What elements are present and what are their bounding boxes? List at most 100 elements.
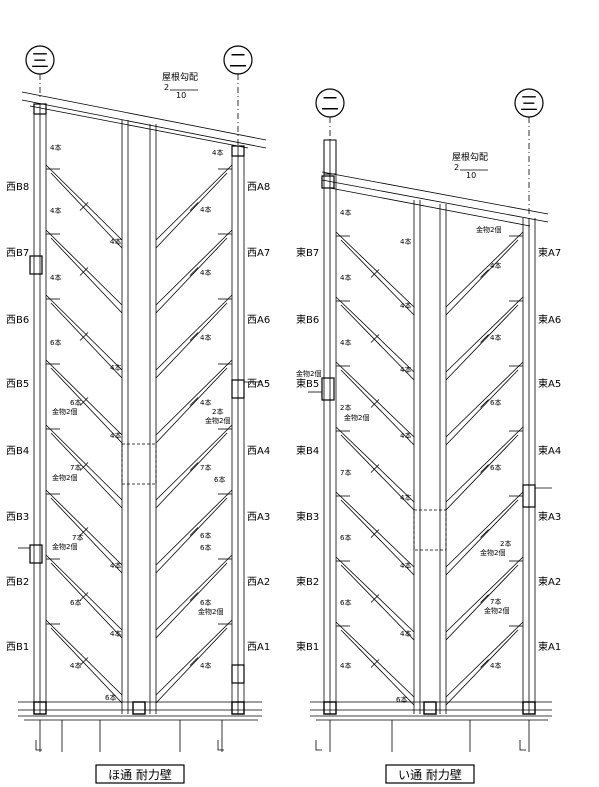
brace-line: [445, 564, 519, 641]
left-note: 金物2個: [52, 542, 77, 551]
right-roof-beam: [321, 171, 549, 227]
right-label-b7: 東B7: [296, 246, 319, 259]
brace-hatch: [480, 659, 489, 668]
left-axis-bubble-left: [25, 45, 55, 100]
right-label-b6: 東B6: [296, 313, 319, 326]
right-note: 4本: [490, 661, 501, 670]
brace-line: [50, 237, 123, 314]
left-axis-label-left: 三: [31, 51, 49, 72]
brace-line: [445, 239, 519, 316]
right-wall-side-labels: 東B7 東B6 東B5 東B4 東B3 東B2 東B1 東A7 東A6 東A5 …: [296, 246, 561, 653]
brace-hatch: [370, 464, 380, 473]
left-note: 6本: [200, 598, 211, 607]
brace-hatch: [79, 267, 89, 276]
brace-line: [155, 172, 228, 249]
left-note: 4本: [50, 273, 61, 282]
left-note: 4本: [50, 143, 61, 152]
right-label-a2: 東A2: [538, 575, 561, 588]
brace-hatch: [79, 397, 89, 406]
right-note: 6本: [490, 463, 501, 472]
left-note: 4本: [212, 148, 223, 157]
left-label-a5: 西A5: [247, 379, 270, 390]
brace-hatch: [480, 529, 489, 538]
left-label-a2: 西A2: [247, 577, 270, 588]
right-note: 4本: [400, 237, 411, 246]
right-label-a1: 東A1: [538, 640, 561, 653]
left-label-a8: 西A8: [247, 182, 270, 193]
brace-line: [335, 621, 415, 698]
left-note: 金物2個: [205, 416, 230, 425]
brace-line: [45, 489, 123, 566]
left-note: 7本: [200, 463, 211, 472]
right-axis-label-left: 二: [321, 94, 339, 115]
left-roof-slope-top: 2: [164, 83, 169, 92]
brace-line: [340, 499, 415, 576]
right-roof-slope-bottom: 10: [466, 171, 476, 180]
left-note: 7本: [72, 533, 83, 542]
left-label-a3: 西A3: [247, 512, 270, 523]
right-label-b4: 東B4: [296, 444, 319, 457]
brace-hatch: [370, 659, 380, 668]
brace-line: [155, 229, 233, 306]
left-note: 6本: [70, 398, 81, 407]
brace-line: [155, 432, 228, 509]
left-note: 金物2個: [52, 473, 77, 482]
right-note: 4本: [340, 208, 351, 217]
right-note: 7本: [340, 468, 351, 477]
left-note: 4本: [110, 431, 121, 440]
brace-line: [155, 367, 228, 444]
left-base: [18, 701, 262, 752]
right-note: 4本: [400, 493, 411, 502]
brace-line: [155, 627, 228, 704]
brace-hatch: [480, 399, 489, 408]
right-note: 4本: [400, 301, 411, 310]
brace-line: [445, 426, 524, 503]
left-note: 4本: [200, 661, 211, 670]
left-title-box: [95, 764, 185, 784]
left-label-b3: 西B3: [6, 512, 29, 523]
right-label-a7: 東A7: [538, 246, 561, 259]
right-note: 4本: [490, 261, 501, 270]
left-label-a7: 西A7: [247, 248, 270, 259]
left-note: 4本: [110, 363, 121, 372]
right-base: [310, 701, 552, 752]
right-roof-slope-top: 2: [454, 163, 459, 172]
brace-hatch: [370, 594, 380, 603]
brace-line: [155, 489, 233, 566]
brace-line: [45, 619, 123, 696]
right-label-b2: 東B2: [296, 575, 319, 588]
right-label-a3: 東A3: [538, 510, 561, 523]
left-note: 4本: [200, 268, 211, 277]
right-braces-left-bay: [335, 231, 415, 706]
right-axis-label-right: 三: [520, 94, 538, 115]
left-note: 6本: [200, 543, 211, 552]
right-note: 7本: [490, 597, 501, 606]
left-wall-side-labels: 西B8 西B7 西B6 西B5 西B4 西B3 西B2 西B1 西A8 西A7 …: [6, 182, 270, 653]
brace-line: [445, 499, 519, 576]
brace-line: [340, 629, 415, 706]
brace-hatch: [370, 399, 380, 408]
brace-line: [335, 296, 415, 373]
left-label-b5: 西B5: [6, 379, 29, 390]
brace-line: [340, 369, 415, 446]
brace-line: [155, 619, 233, 696]
brace-line: [50, 172, 123, 249]
brace-line: [45, 359, 123, 436]
right-wall-title: い通 耐力壁: [398, 767, 462, 782]
right-note: 4本: [340, 273, 351, 282]
left-note: 4本: [110, 561, 121, 570]
left-wall-elevation: 三 二 屋根勾配 2 10: [18, 45, 267, 784]
left-label-b8: 西B8: [6, 182, 29, 193]
brace-hatch: [189, 657, 199, 666]
right-note: 4本: [490, 333, 501, 342]
left-note: 4本: [110, 237, 121, 246]
brace-line: [155, 424, 233, 501]
left-roof-slope-bottom: 10: [176, 91, 186, 100]
brace-line: [50, 367, 123, 444]
right-note: 金物2個: [484, 606, 509, 615]
brace-line: [445, 296, 524, 373]
left-note: 4本: [200, 333, 211, 342]
brace-line: [340, 434, 415, 511]
left-note: 6本: [200, 531, 211, 540]
